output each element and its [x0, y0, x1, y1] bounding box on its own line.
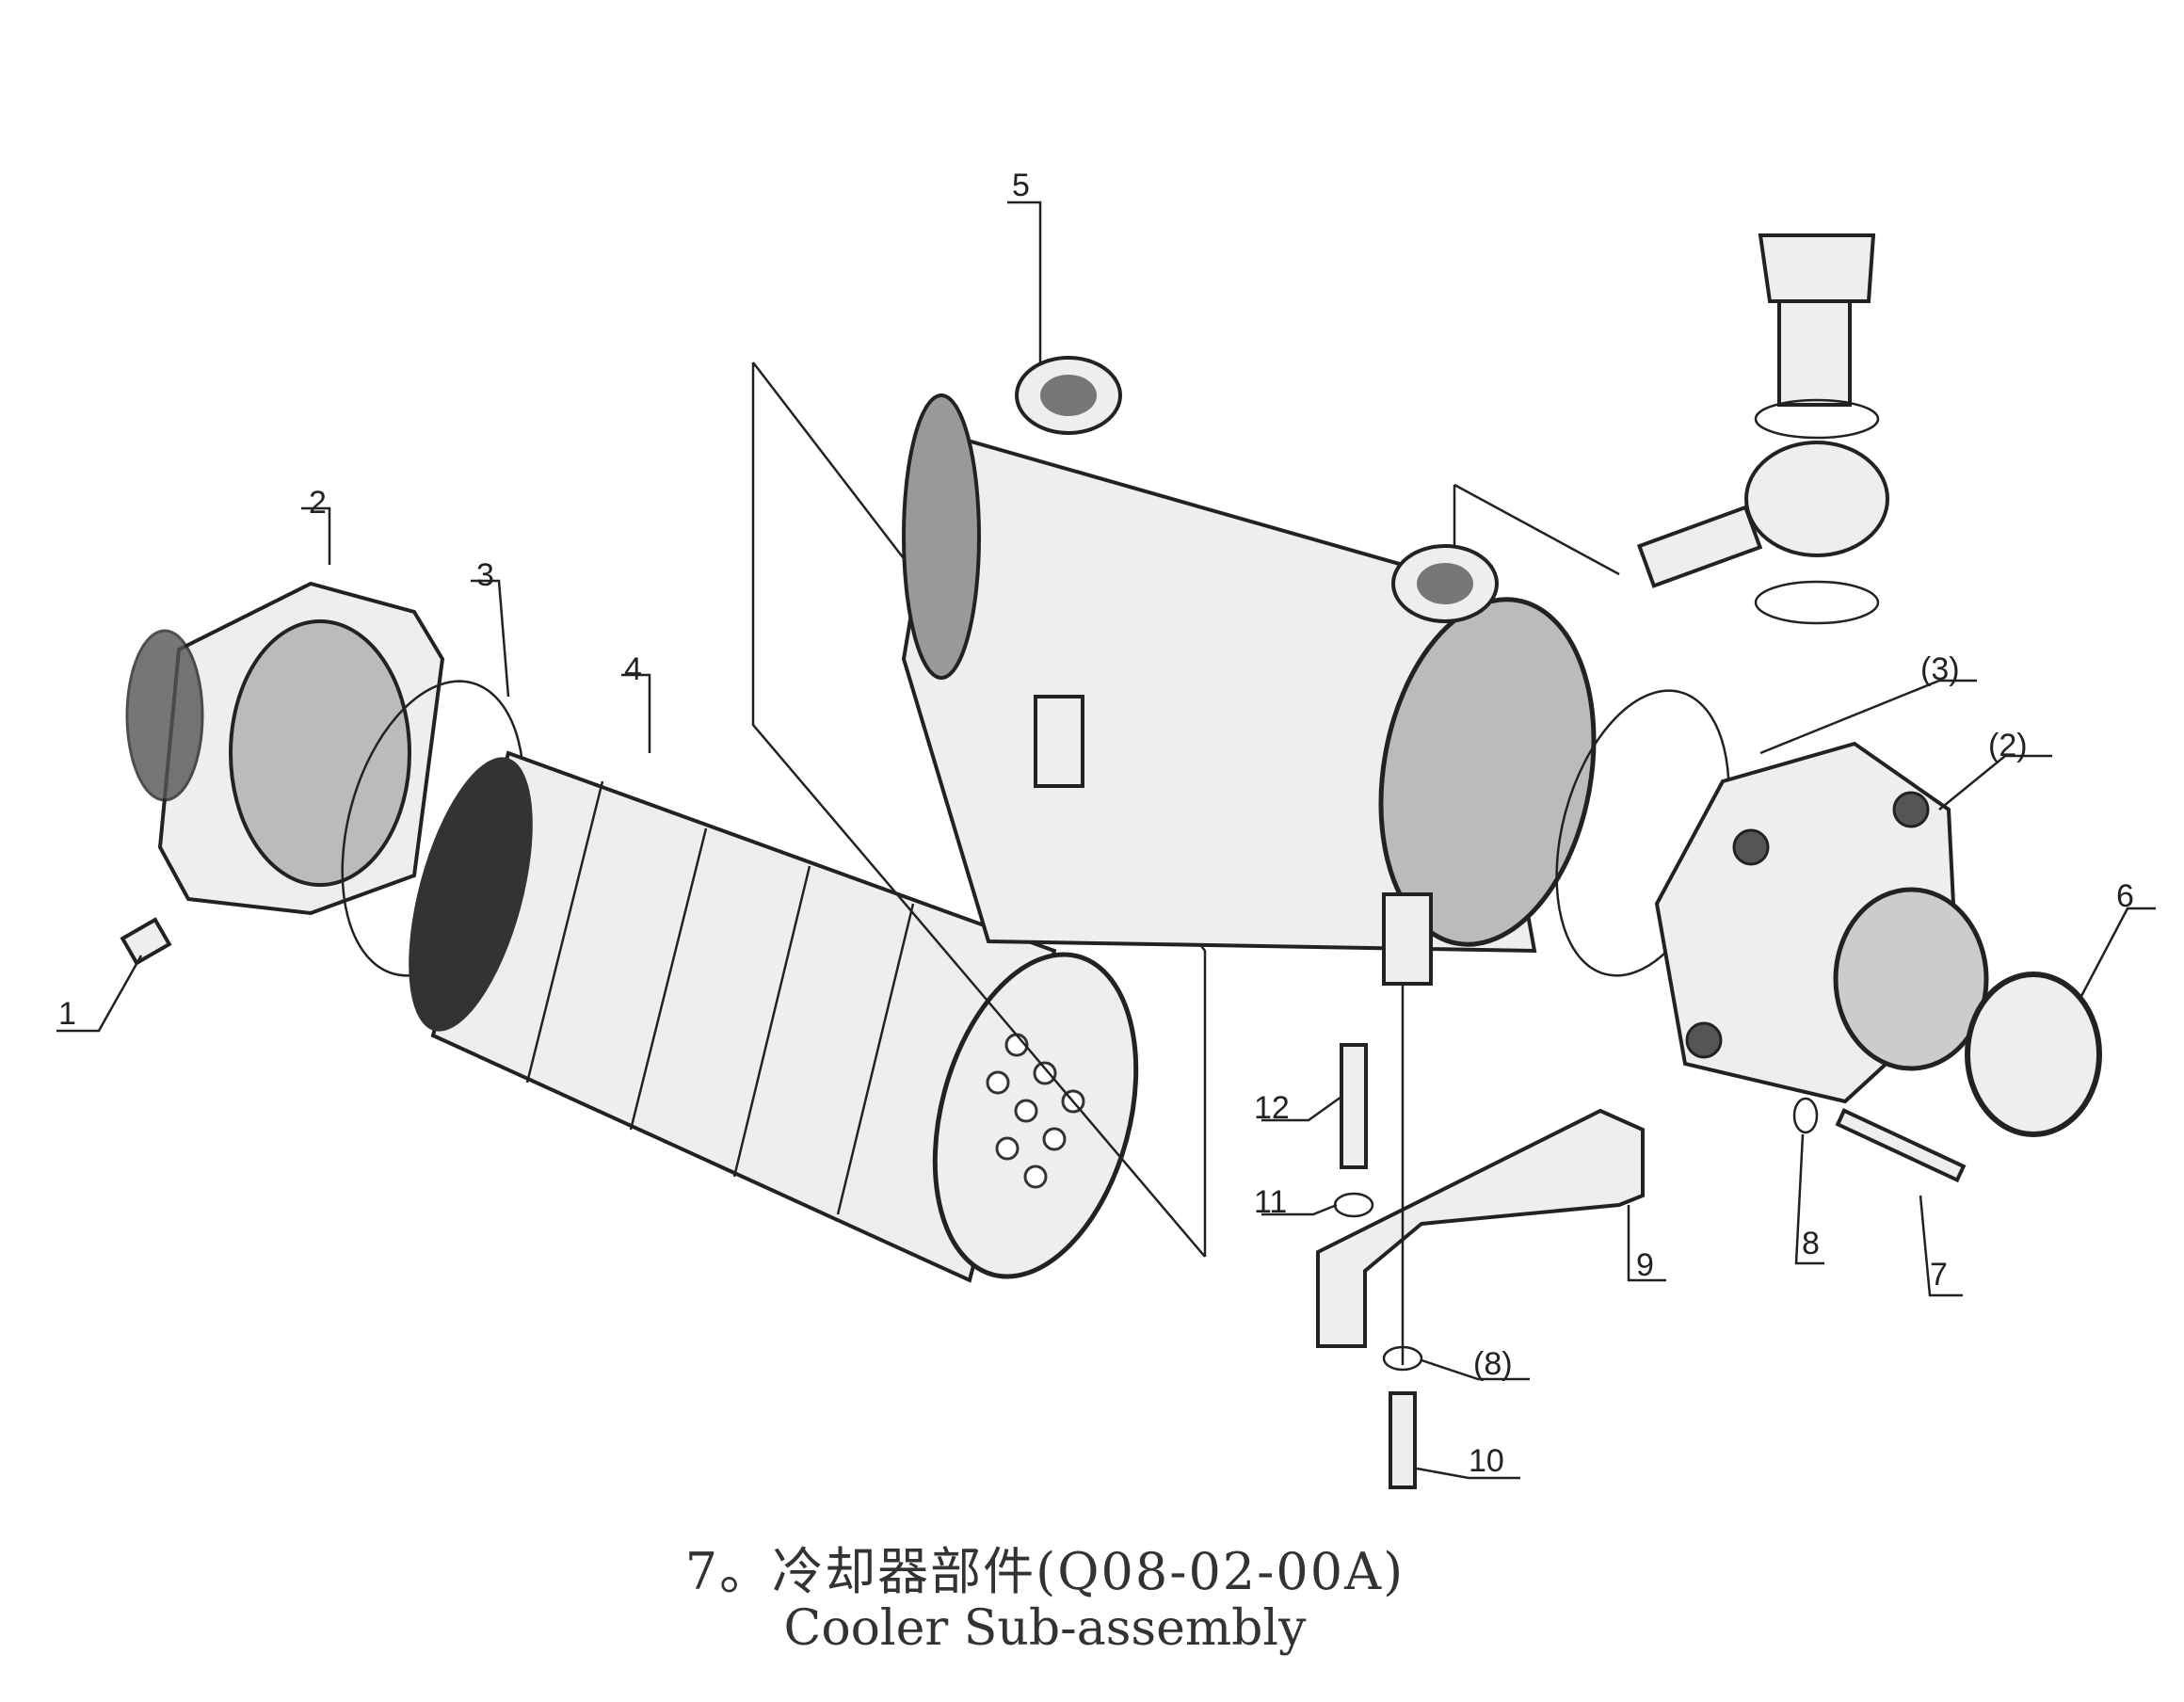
callout-9: 9	[1636, 1247, 1654, 1283]
callout-2b: (2)	[1988, 728, 2028, 763]
part-8b-washer	[1382, 1345, 1423, 1372]
callout-4: 4	[624, 651, 642, 687]
part-12-bolt	[1340, 1043, 1368, 1169]
part-6-nut	[1965, 971, 2102, 1137]
callout-11: 11	[1254, 1184, 1287, 1220]
diagram-title-chinese: 7。冷却器部件(Q08-02-00A)	[684, 1542, 1405, 1601]
part-9-bracket	[1316, 1108, 1645, 1348]
part-10-bolt	[1389, 1391, 1417, 1489]
part-8-washer	[1792, 1097, 1819, 1134]
part-4-tube-bundle	[409, 750, 1139, 1283]
part-2-end-cover	[125, 581, 445, 916]
callout-8b: (8)	[1473, 1346, 1513, 1382]
callout-1: 1	[58, 996, 76, 1032]
part-11-washer	[1333, 1192, 1374, 1218]
part-7-bolt	[1835, 1108, 1967, 1183]
diagram-title-english: Cooler Sub-assembly	[783, 1600, 1307, 1657]
callout-12: 12	[1254, 1090, 1290, 1126]
callout-5: 5	[1012, 168, 1030, 203]
callout-2: 2	[309, 485, 327, 521]
callout-8: 8	[1802, 1226, 1820, 1261]
callout-7: 7	[1930, 1257, 1948, 1293]
callout-3b: (3)	[1920, 651, 1960, 687]
part-1-plug	[120, 917, 172, 966]
banjo-fitting	[1636, 233, 1889, 625]
part-2b-end-cover	[1654, 741, 1989, 1104]
callout-6: 6	[2116, 878, 2134, 914]
callout-3: 3	[476, 557, 494, 593]
callout-10: 10	[1469, 1443, 1504, 1479]
part-5-cooler-body	[901, 356, 1597, 986]
